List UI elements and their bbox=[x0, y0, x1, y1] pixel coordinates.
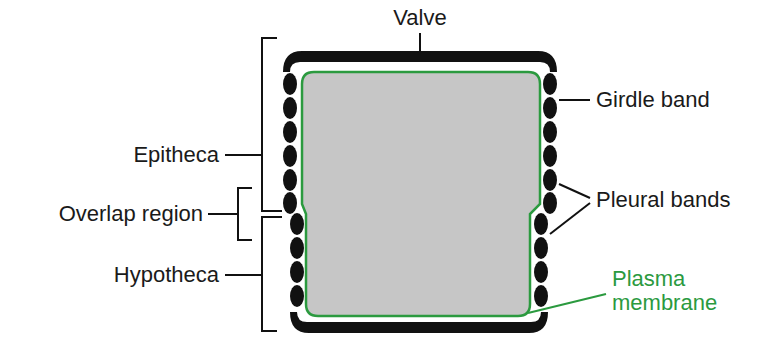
part-label: Pleural bands bbox=[596, 188, 731, 212]
bracket bbox=[238, 188, 252, 240]
part-label: Girdle band bbox=[596, 88, 710, 112]
leader-line bbox=[559, 99, 590, 101]
leader-line bbox=[559, 184, 590, 198]
bracket bbox=[262, 217, 282, 331]
part-label: Plasma membrane bbox=[612, 267, 724, 315]
part-label: Valve bbox=[393, 6, 446, 30]
part-label: Overlap region bbox=[59, 202, 203, 226]
leader-line bbox=[550, 203, 590, 234]
brackets bbox=[208, 33, 590, 331]
leader-line bbox=[225, 154, 262, 156]
plasma-membrane bbox=[302, 72, 540, 316]
leader-line bbox=[225, 274, 262, 276]
part-label: Epitheca bbox=[133, 143, 219, 167]
leader-line bbox=[419, 33, 421, 51]
bracket bbox=[262, 38, 282, 211]
leader-line bbox=[208, 213, 238, 215]
part-label: Hypotheca bbox=[114, 263, 219, 287]
leader-line bbox=[528, 294, 606, 313]
valve bbox=[290, 312, 548, 333]
girdle-bands bbox=[283, 73, 557, 307]
valve bbox=[283, 51, 557, 72]
